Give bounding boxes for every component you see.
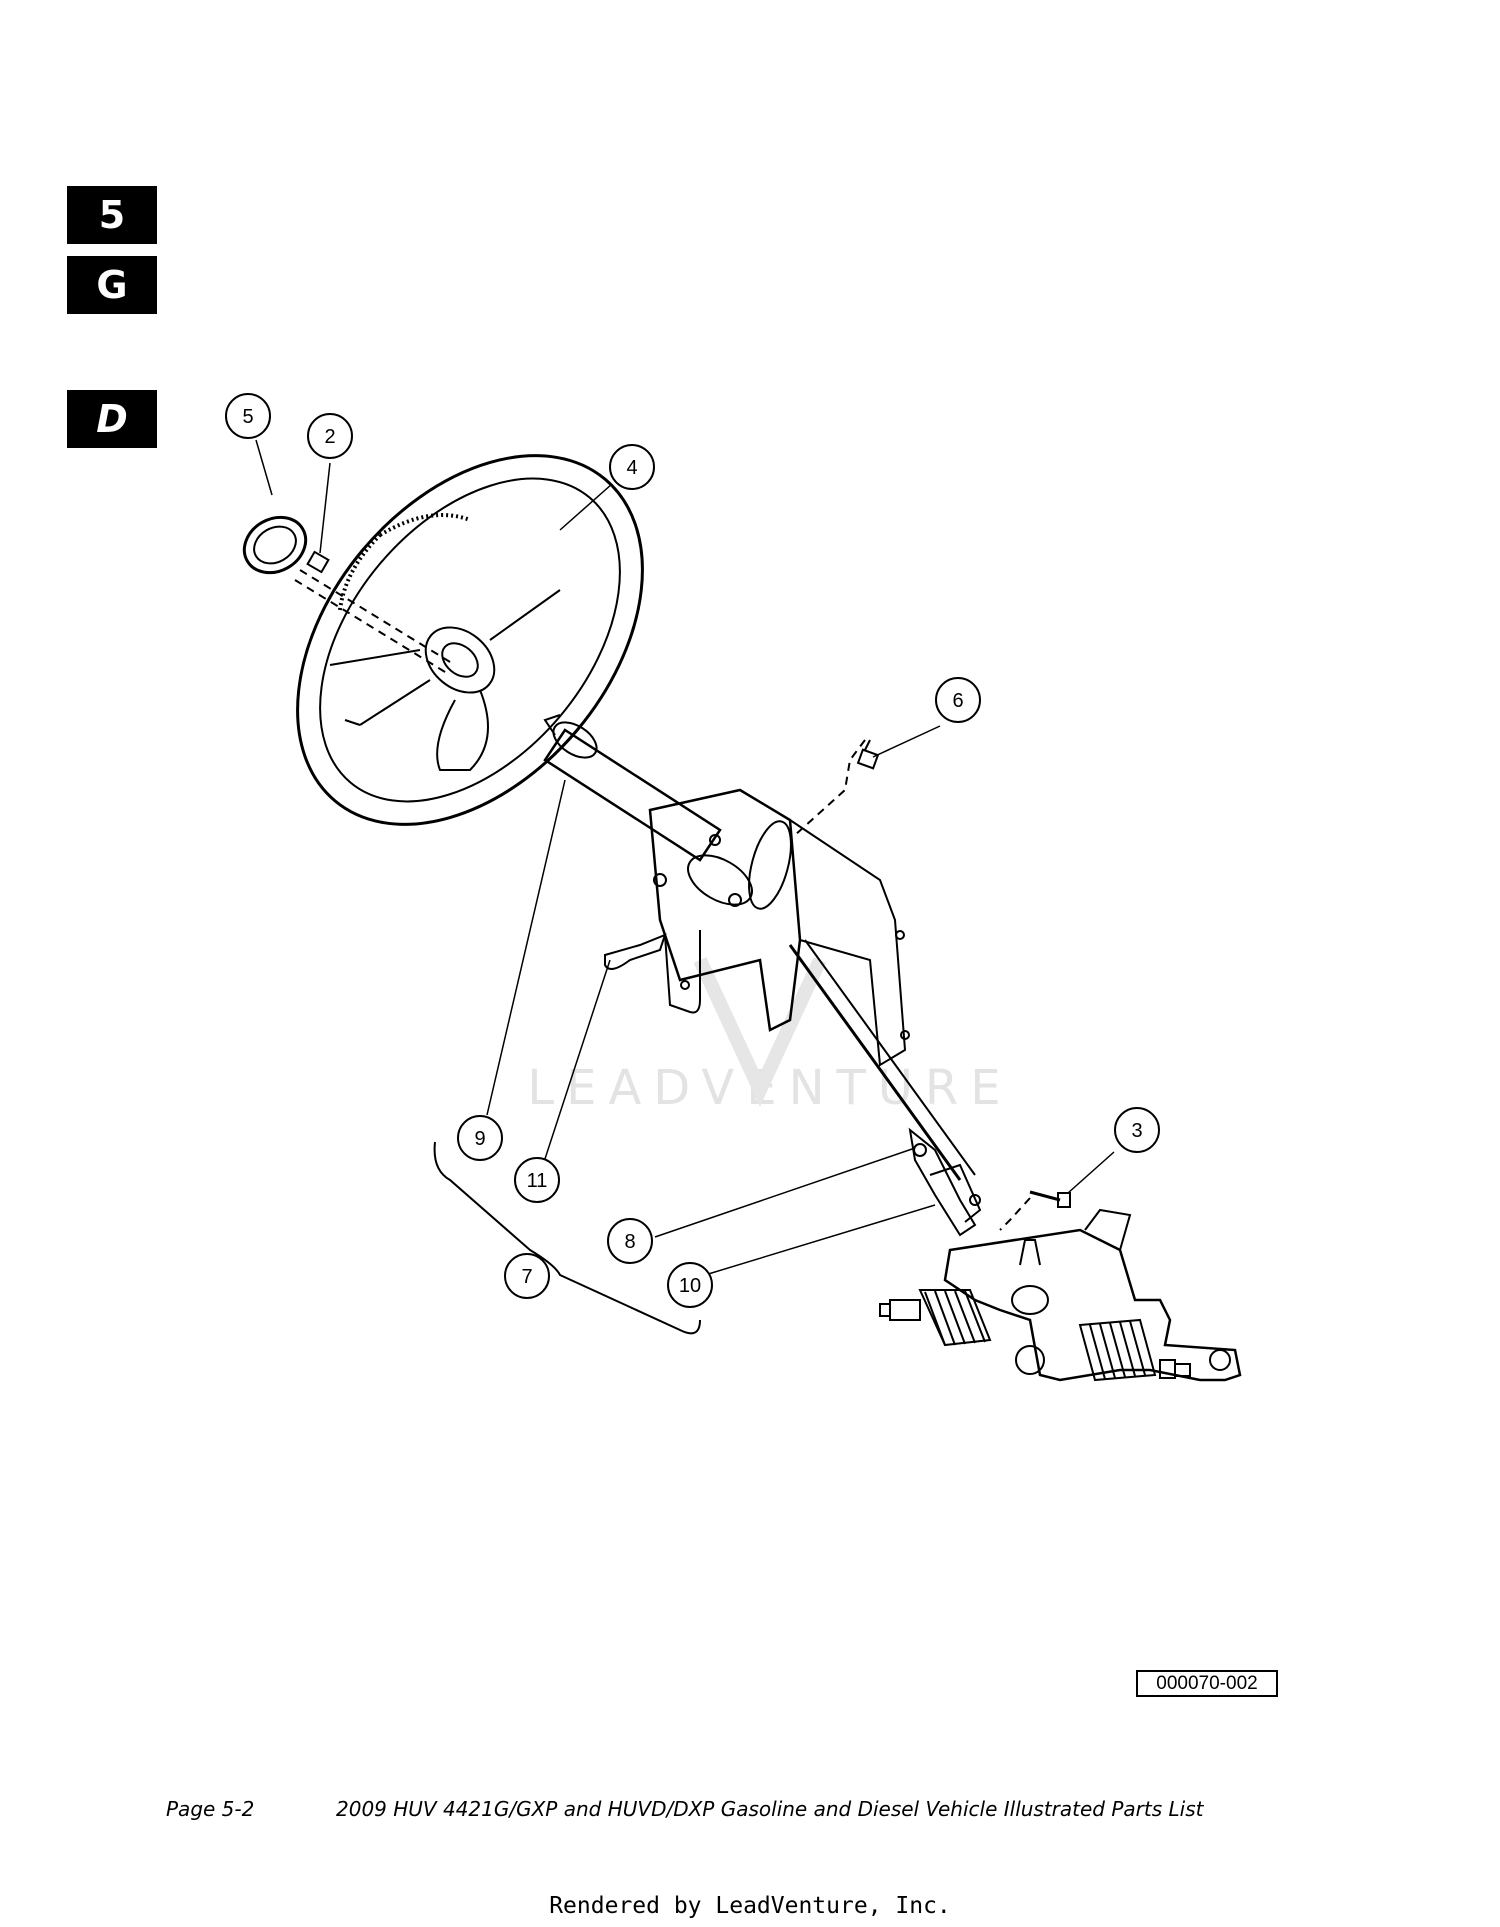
section-tab-5: 5 [67,186,157,244]
callout-labels: 5 2 4 6 3 9 11 8 7 10 [242,406,1142,1297]
steering-column-drawing [543,714,976,1181]
section-tab-d: D [67,390,157,448]
callout-4 [609,444,655,490]
rendered-by-credit: Rendered by LeadVenture, Inc. [549,1893,951,1919]
diagram-artwork [242,439,1242,1382]
callout-label-4: 4 [626,457,637,479]
explosion-line-6 [794,739,866,836]
callout-label-3: 3 [1131,1120,1142,1142]
watermark-logo [693,957,827,1107]
callout-10 [667,1262,713,1308]
section-tab-g: G [67,256,157,314]
callout-label-10: 10 [679,1275,701,1297]
callout-6 [935,677,981,723]
callout-5 [225,393,271,439]
callout-label-7: 7 [521,1266,532,1288]
mounting-bracket-drawing [648,788,910,1067]
callout-label-11: 11 [527,1170,548,1192]
callout-label-2: 2 [324,426,335,448]
nut-6-drawing [856,748,880,770]
nut-drawing [306,550,330,574]
callout-label-8: 8 [624,1231,635,1253]
callout-8 [607,1218,653,1264]
leader-lines [255,439,1115,1276]
figure-id-box: 000070-002 [1136,1670,1278,1697]
callout-11 [514,1157,560,1203]
steering-rack-drawing [879,1208,1242,1382]
callout-label-6: 6 [952,690,963,712]
universal-joint-drawing [908,1127,982,1237]
callouts [225,393,1160,1308]
horn-cap-drawing [242,515,308,575]
callout-label-9: 9 [474,1128,485,1150]
bolt-drawing [1029,1190,1071,1208]
assembly-bracket-7 [433,1141,701,1335]
callout-9 [457,1115,503,1161]
callout-label-5: 5 [242,406,253,428]
lever-drawing [604,933,667,970]
footer-page-number: Page 5-2 [166,1797,255,1821]
explosion-line [299,569,456,666]
footer-document-title: 2009 HUV 4421G/GXP and HUVD/DXP Gasoline… [336,1797,1204,1821]
steering-wheel-drawing [296,454,644,826]
callout-3 [1114,1107,1160,1153]
callout-7 [504,1253,550,1299]
callout-2 [307,413,353,459]
